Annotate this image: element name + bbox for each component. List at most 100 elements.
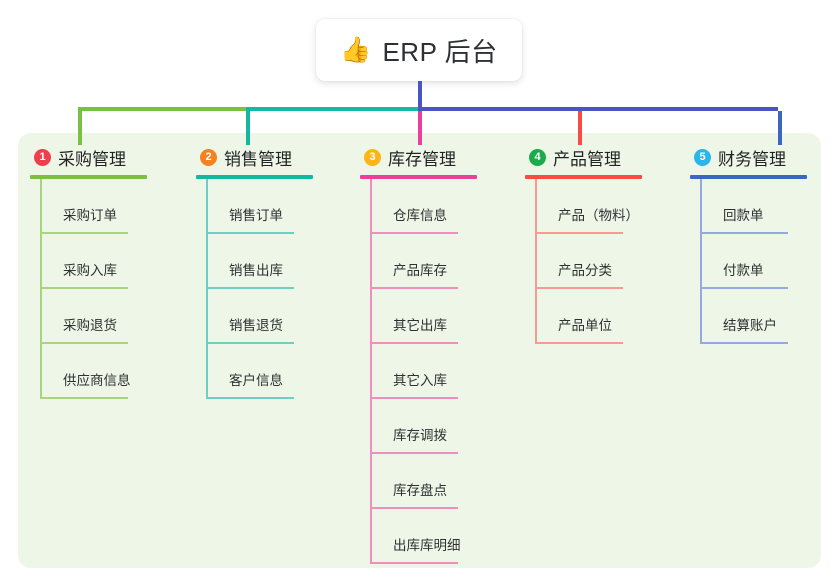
branch-item[interactable]: 销售出库 — [206, 234, 313, 289]
branch-item-label: 付款单 — [723, 263, 764, 278]
branch-item-rule — [370, 397, 458, 399]
branch-item[interactable]: 产品单位 — [535, 289, 642, 344]
branch-item[interactable]: 结算账户 — [700, 289, 807, 344]
branch-item-label: 采购订单 — [63, 208, 117, 223]
drop-connector-3 — [418, 111, 422, 145]
branch-item-rule — [700, 287, 788, 289]
branch-item-label: 销售退货 — [229, 318, 283, 333]
root-node-content: 👍 ERP 后台 — [340, 32, 497, 69]
drop-connector-4 — [578, 111, 582, 145]
branch-item-label: 客户信息 — [229, 373, 283, 388]
branch-item[interactable]: 库存盘点 — [370, 454, 477, 509]
branch-rule-3 — [360, 175, 477, 179]
branch-item[interactable]: 产品库存 — [370, 234, 477, 289]
branch-items-1: 采购订单采购入库采购退货供应商信息 — [30, 179, 147, 399]
branch-item-rule — [40, 232, 128, 234]
branch-item[interactable]: 销售订单 — [206, 179, 313, 234]
branch-item[interactable]: 付款单 — [700, 234, 807, 289]
drop-connector-2 — [246, 111, 250, 145]
branch-items-4: 产品（物料） 产品分类产品单位 — [525, 179, 642, 344]
branch-item-rule — [700, 232, 788, 234]
bus-segment-3 — [418, 107, 778, 111]
branch-item[interactable]: 客户信息 — [206, 344, 313, 399]
branch-item-rule — [370, 232, 458, 234]
branch-item-rule — [535, 287, 623, 289]
branch-items-2: 销售订单销售出库销售退货客户信息 — [196, 179, 313, 399]
branch-item-rule — [370, 452, 458, 454]
branch-item-rule — [370, 342, 458, 344]
branch-item-rule — [700, 342, 788, 344]
branch-item[interactable]: 其它出库 — [370, 289, 477, 344]
branch-item-rule — [206, 397, 294, 399]
branch-item[interactable]: 采购入库 — [40, 234, 147, 289]
branch-badge-4: 4 — [529, 148, 546, 166]
branch-item[interactable]: 销售退货 — [206, 289, 313, 344]
branch-item-rule — [206, 232, 294, 234]
branch-items-3: 仓库信息产品库存其它出库其它入库库存调拨库存盘点出库库明细 — [360, 179, 477, 564]
bus-segment-1 — [78, 107, 246, 111]
branch-item-rule — [535, 342, 623, 344]
branch-item-rule — [40, 287, 128, 289]
branch-item-label: 仓库信息 — [393, 208, 447, 223]
branch-item-rule — [40, 397, 128, 399]
branch-item-label: 供应商信息 — [63, 373, 131, 388]
branch-trunk-2 — [206, 179, 208, 399]
root-node-card[interactable]: 👍 ERP 后台 — [316, 19, 522, 81]
branch-badge-2: 2 — [200, 148, 217, 166]
drop-connector-5 — [778, 111, 782, 145]
branch-item[interactable]: 仓库信息 — [370, 179, 477, 234]
branch-item-rule — [370, 507, 458, 509]
thumbs-up-icon: 👍 — [340, 35, 372, 64]
branch-badge-5: 5 — [694, 148, 711, 166]
branch-item[interactable]: 出库库明细 — [370, 509, 477, 564]
branch-rule-5 — [690, 175, 807, 179]
branch-badge-1: 1 — [34, 148, 51, 166]
branch-item[interactable]: 采购退货 — [40, 289, 147, 344]
branch-item[interactable]: 回款单 — [700, 179, 807, 234]
branch-header-2[interactable]: 2 销售管理 — [200, 145, 313, 169]
branch-rule-2 — [196, 175, 313, 179]
branch-item[interactable]: 库存调拨 — [370, 399, 477, 454]
branch-item[interactable]: 采购订单 — [40, 179, 147, 234]
diagram-panel — [18, 133, 821, 568]
drop-connector-1 — [78, 111, 82, 145]
branch-item-label: 结算账户 — [723, 318, 777, 333]
branch-item-rule — [370, 287, 458, 289]
branch-item-label: 产品库存 — [393, 263, 447, 278]
branch-item-rule — [206, 342, 294, 344]
branch-item-label: 销售订单 — [229, 208, 283, 223]
root-stem-connector — [418, 81, 422, 109]
branch-column-2: 2 销售管理销售订单销售出库销售退货客户信息 — [196, 145, 313, 399]
branch-item[interactable]: 产品分类 — [535, 234, 642, 289]
bus-segment-2 — [246, 107, 418, 111]
branch-trunk-3 — [370, 179, 372, 564]
branch-item-rule — [370, 562, 458, 564]
branch-item-label: 回款单 — [723, 208, 764, 223]
branch-item-label: 其它出库 — [393, 318, 447, 333]
branch-item-label: 产品（物料） — [558, 208, 639, 223]
branch-item-label: 库存调拨 — [393, 428, 447, 443]
root-node-title: ERP 后台 — [382, 36, 498, 67]
branch-title-3: 库存管理 — [388, 149, 456, 169]
branch-rule-1 — [30, 175, 147, 179]
branch-title-2: 销售管理 — [224, 149, 292, 169]
branch-item[interactable]: 产品（物料） — [535, 179, 642, 234]
branch-item[interactable]: 其它入库 — [370, 344, 477, 399]
branch-items-5: 回款单付款单结算账户 — [690, 179, 807, 344]
branch-item-label: 库存盘点 — [393, 483, 447, 498]
branch-item-label: 出库库明细 — [393, 538, 461, 553]
branch-item-label: 产品分类 — [558, 263, 612, 278]
branch-item-rule — [206, 287, 294, 289]
branch-item[interactable]: 供应商信息 — [40, 344, 147, 399]
branch-item-label: 采购退货 — [63, 318, 117, 333]
branch-item-label: 采购入库 — [63, 263, 117, 278]
